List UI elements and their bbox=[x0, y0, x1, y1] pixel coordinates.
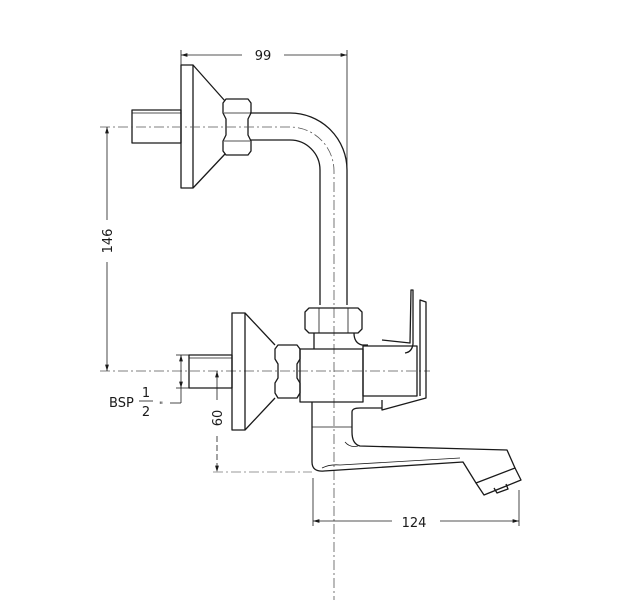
dimension-label-99: 99 bbox=[255, 49, 272, 64]
dimension-146: 146 bbox=[101, 127, 116, 371]
dimension-124: 124 bbox=[312, 478, 520, 531]
valve-body bbox=[299, 348, 364, 403]
dimension-label-146: 146 bbox=[101, 229, 116, 254]
pipe-outer bbox=[250, 112, 348, 305]
handle-hub bbox=[362, 345, 418, 397]
spout bbox=[311, 402, 516, 484]
upper-inlet bbox=[131, 64, 348, 305]
pipe-inner bbox=[250, 139, 321, 305]
upper-thread bbox=[131, 109, 182, 144]
valve-top-nut bbox=[304, 307, 363, 334]
bsp-label: BSP bbox=[109, 396, 134, 411]
dimension-label-124: 124 bbox=[402, 516, 427, 531]
upper-nut bbox=[222, 98, 252, 156]
bsp-unit: " bbox=[159, 401, 163, 411]
dimension-bsp: BSP 1 2 " bbox=[109, 354, 189, 420]
lower-nut bbox=[274, 344, 301, 399]
dimension-60: 60 bbox=[211, 371, 312, 473]
bsp-denominator: 2 bbox=[142, 405, 150, 420]
upper-flange bbox=[180, 64, 194, 189]
lower-valve bbox=[188, 289, 522, 496]
dimension-label-60: 60 bbox=[211, 410, 226, 427]
aerator bbox=[475, 467, 522, 496]
lower-cone bbox=[244, 312, 276, 431]
lower-thread bbox=[188, 354, 233, 389]
centerline-upper bbox=[100, 126, 335, 600]
lower-flange bbox=[231, 312, 246, 431]
upper-cone bbox=[192, 64, 226, 189]
dimension-99: 99 bbox=[180, 49, 348, 170]
lever-handle bbox=[381, 289, 427, 411]
bsp-numerator: 1 bbox=[142, 386, 150, 401]
